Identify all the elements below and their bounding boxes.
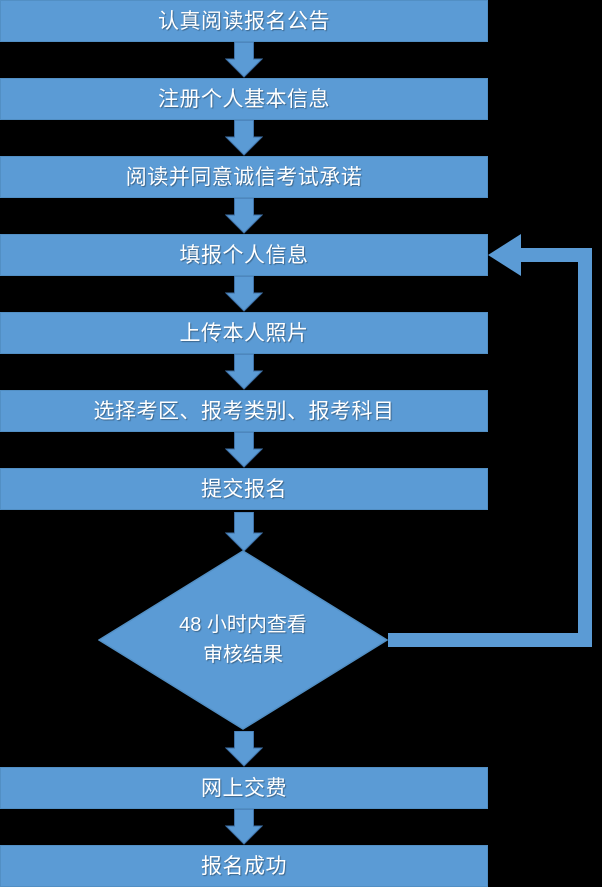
flow-node-label: 提交报名	[201, 477, 287, 501]
loop-connector-horizontal-top	[520, 248, 592, 262]
flow-node-label: 上传本人照片	[179, 321, 309, 345]
connector-arrow-down	[225, 354, 263, 390]
connector-arrow-down	[225, 42, 263, 78]
flow-node-step-4[interactable]: 填报个人信息	[0, 234, 488, 276]
flow-node-step-9[interactable]: 报名成功	[0, 845, 488, 887]
flow-node-label: 选择考区、报考类别、报考科目	[93, 399, 395, 423]
flow-node-step-2[interactable]: 注册个人基本信息	[0, 78, 488, 120]
connector-arrow-down	[225, 120, 263, 156]
connector-arrow-down	[225, 432, 263, 468]
flow-node-decision-review[interactable]: 48 小时内查看 审核结果	[98, 550, 388, 730]
flow-node-step-7[interactable]: 提交报名	[0, 468, 488, 510]
flow-node-step-3[interactable]: 阅读并同意诚信考试承诺	[0, 156, 488, 198]
connector-arrow-down	[225, 512, 263, 552]
flow-node-label: 认真阅读报名公告	[158, 9, 330, 33]
flow-node-step-8[interactable]: 网上交费	[0, 767, 488, 809]
flow-node-step-1[interactable]: 认真阅读报名公告	[0, 0, 488, 42]
flow-node-label: 报名成功	[201, 854, 287, 878]
flow-node-step-5[interactable]: 上传本人照片	[0, 312, 488, 354]
connector-arrow-down	[225, 809, 263, 845]
flow-node-step-6[interactable]: 选择考区、报考类别、报考科目	[0, 390, 488, 432]
flow-node-label: 注册个人基本信息	[158, 87, 330, 111]
connector-arrow-down	[225, 731, 263, 767]
connector-arrow-down	[225, 198, 263, 234]
flow-node-label: 填报个人信息	[179, 243, 309, 267]
loop-connector-horizontal-bottom	[388, 633, 592, 647]
flow-node-label: 网上交费	[201, 776, 287, 800]
flow-node-label: 阅读并同意诚信考试承诺	[125, 165, 363, 189]
loop-connector-vertical-right	[578, 248, 592, 647]
connector-arrow-down	[225, 276, 263, 312]
loop-connector-arrowhead-icon	[488, 233, 522, 277]
